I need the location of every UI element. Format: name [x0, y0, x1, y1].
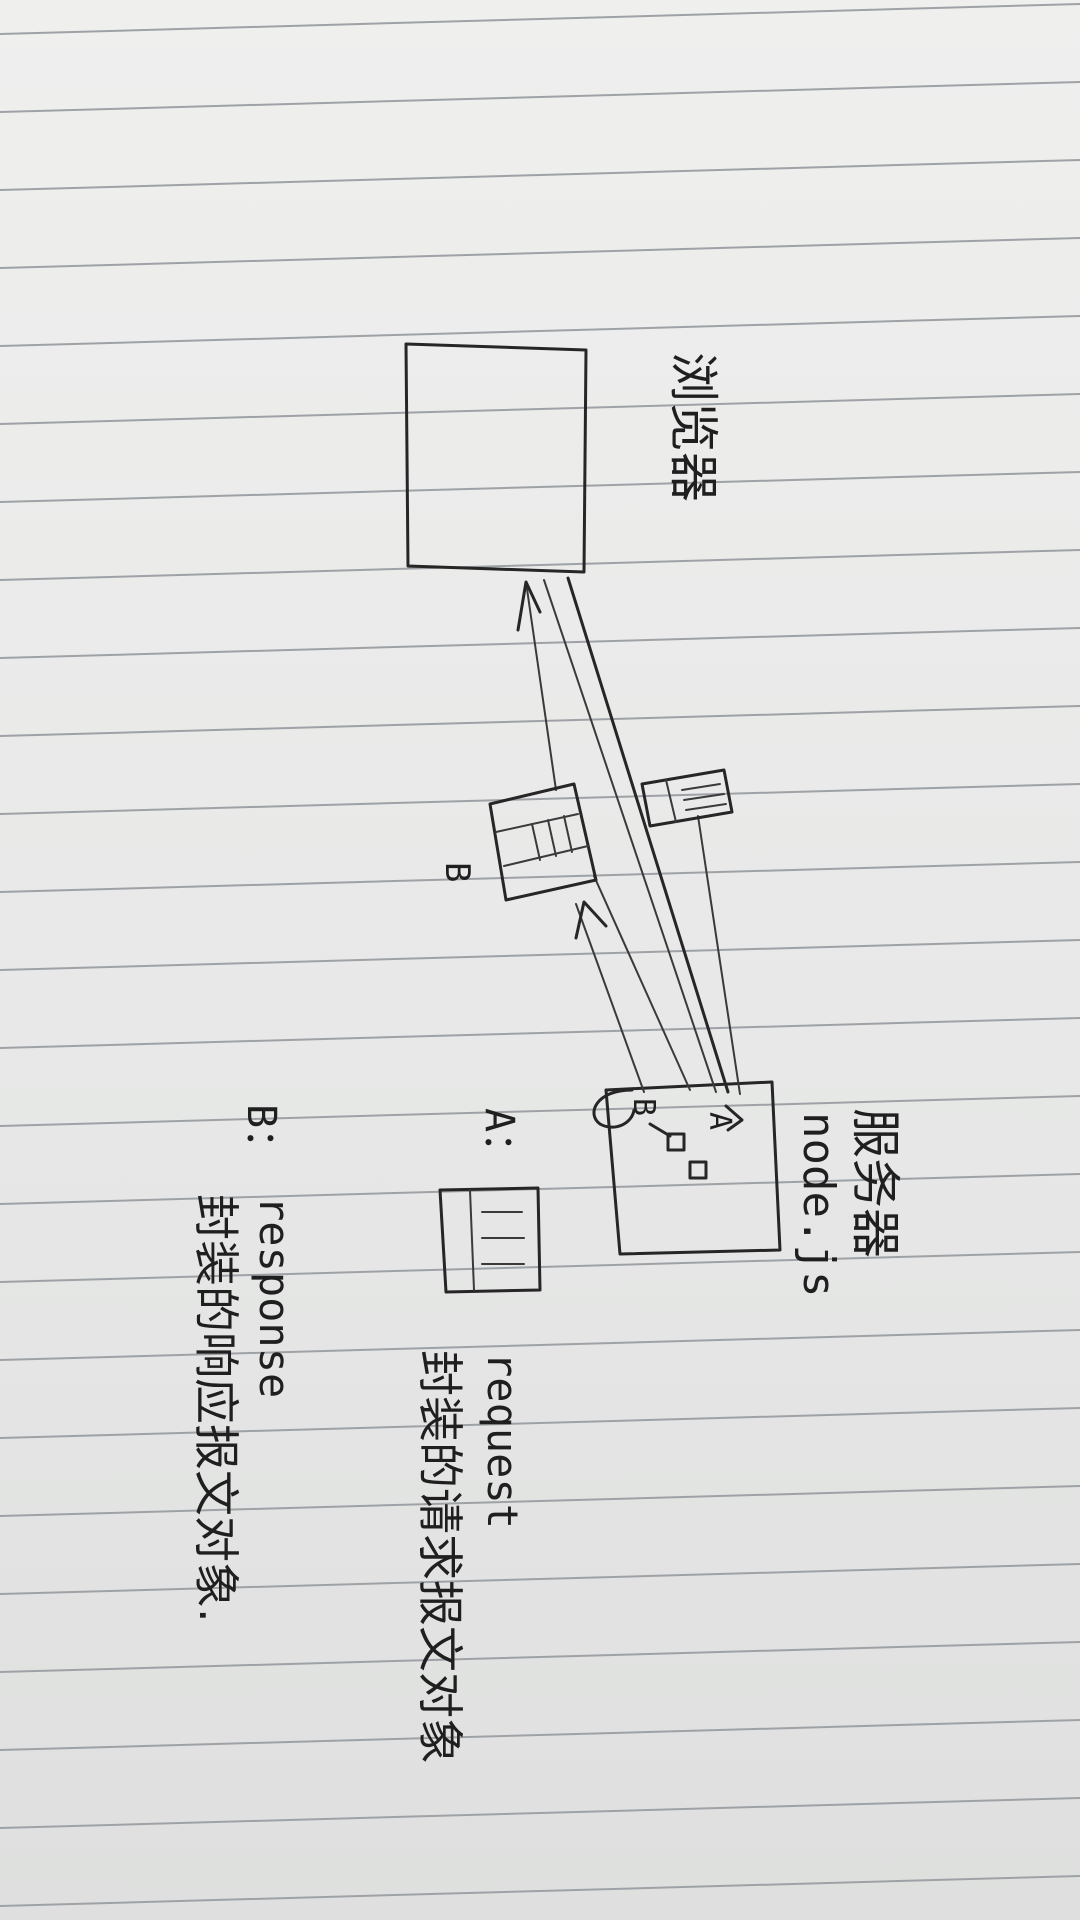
ruled-line — [0, 628, 1080, 658]
ruled-line — [0, 1876, 1080, 1906]
ruled-line — [0, 316, 1080, 346]
response-packet-label: B — [437, 862, 477, 882]
response-packet — [490, 784, 596, 900]
ruled-line — [0, 82, 1080, 112]
ruled-line — [0, 394, 1080, 424]
legend-b-name: response — [250, 1196, 299, 1398]
ruled-line — [0, 1486, 1080, 1516]
ruled-line — [0, 1798, 1080, 1828]
ruled-line — [0, 238, 1080, 268]
legend-a-packet-icon — [440, 1188, 540, 1292]
ruled-line — [0, 1096, 1080, 1126]
ruled-line — [0, 1174, 1080, 1204]
ruled-line — [0, 1720, 1080, 1750]
ruled-line — [0, 940, 1080, 970]
ruled-line — [0, 862, 1080, 892]
ruled-line — [0, 784, 1080, 814]
ruled-line — [0, 4, 1080, 34]
server-port-square — [690, 1162, 706, 1178]
ruled-line — [0, 1408, 1080, 1438]
request-line — [568, 578, 728, 1092]
legend-a-description: 封装的请求报文对象 — [413, 1350, 467, 1764]
request-arrow-link — [698, 816, 740, 1094]
response-arrowhead-packet — [576, 902, 606, 938]
legend-b-description: 封装的响应报文对象. — [189, 1194, 243, 1623]
request-packet — [642, 770, 732, 826]
ruled-line — [0, 550, 1080, 580]
ruled-line — [0, 1018, 1080, 1048]
legend-a-name: request — [478, 1352, 527, 1529]
server-label: 服务器 — [846, 1108, 904, 1258]
ruled-line — [0, 472, 1080, 502]
ruled-line — [0, 1642, 1080, 1672]
response-line-upper — [526, 582, 556, 790]
legend-a-key: A： — [476, 1108, 522, 1172]
ruled-lines — [0, 4, 1080, 1920]
ruled-line — [0, 1330, 1080, 1360]
response-line — [594, 876, 690, 1090]
ruled-line — [0, 160, 1080, 190]
response-line — [576, 904, 644, 1092]
browser-label: 浏览器 — [664, 352, 722, 502]
legend-b-key: B： — [238, 1104, 284, 1168]
server-runtime-label: node.js — [793, 1112, 844, 1297]
server-port-b: B — [626, 1098, 661, 1116]
ruled-line — [0, 706, 1080, 736]
browser-box — [406, 344, 586, 572]
request-line-inner — [544, 580, 716, 1092]
ruled-line — [0, 1564, 1080, 1594]
